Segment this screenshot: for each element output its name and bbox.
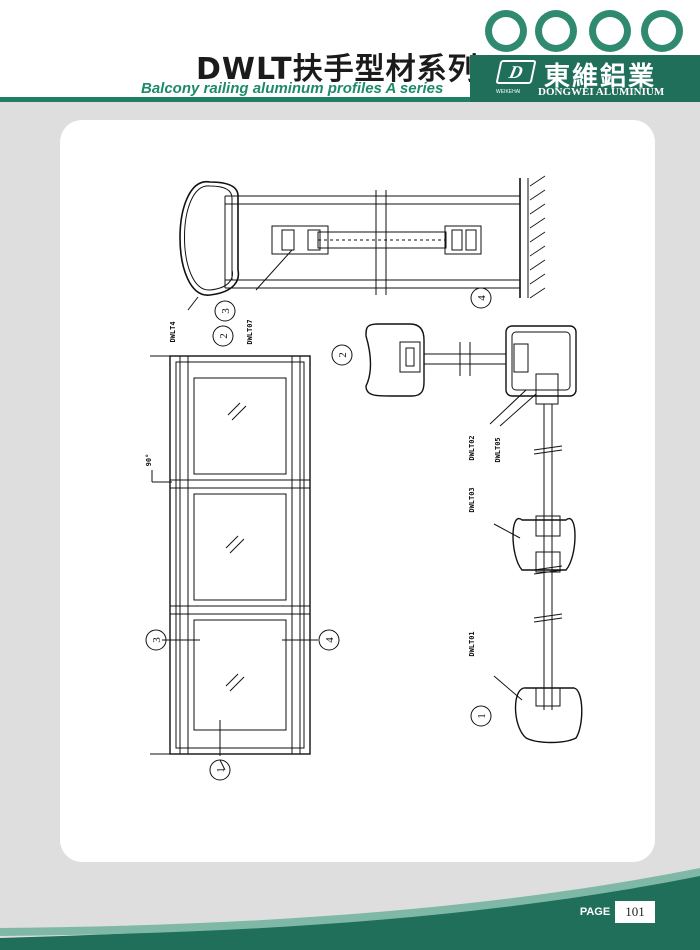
drawing-panel <box>60 120 655 862</box>
profile-2-section <box>365 323 506 397</box>
page-number: 101 <box>615 901 655 923</box>
footer-wave <box>0 868 700 950</box>
railing-elevation <box>150 355 318 771</box>
page-header: DWLT扶手型材系列 Balcony railing aluminum prof… <box>0 0 700 102</box>
label-dwlt02: DWLT02 <box>468 435 476 460</box>
callout-3-top <box>214 300 236 322</box>
callout-4-top-text: 4 <box>476 295 488 301</box>
iso9001-badge-icon <box>589 10 631 52</box>
page-title-en: Balcony railing aluminum profiles A seri… <box>141 80 444 97</box>
callout-4-top <box>470 287 492 309</box>
callout-4-elev <box>318 629 340 651</box>
label-dwlt07: DWLT07 <box>246 319 254 344</box>
page-label: PAGE <box>575 901 615 923</box>
brand-bar <box>470 55 700 102</box>
callout-2-section-text: 2 <box>337 352 349 358</box>
label-dwlt4: DWLT4 <box>169 321 177 342</box>
label-dwlt05: DWLT05 <box>494 437 502 462</box>
technical-drawing: 3 2 2 4 3 4 1 1 DWLT4 DWLT07 90° DWLT02 … <box>145 175 583 781</box>
header-rule <box>0 97 470 102</box>
certification-badge-icon <box>485 10 527 52</box>
callout-2-section <box>331 344 353 366</box>
label-dwlt03: DWLT03 <box>468 487 476 512</box>
label-dwlt01: DWLT01 <box>468 631 476 656</box>
callout-1-elev-text: 1 <box>215 767 227 773</box>
callout-2-left <box>212 325 234 347</box>
brand-name-cn: 東維鋁業 <box>544 62 657 92</box>
label-angle: 90° <box>145 454 153 467</box>
brand-tagline: WEIKEHAI <box>496 89 521 95</box>
brand-name-en: DONGWEI ALUMINIUM <box>538 86 665 98</box>
iso14001-badge-icon <box>641 10 683 52</box>
callout-1-section-text: 1 <box>476 713 488 719</box>
callout-2-left-text: 2 <box>218 333 230 339</box>
top-section-view <box>179 175 546 311</box>
page-number-box: PAGE 101 <box>575 901 655 923</box>
certification-badges <box>485 10 695 56</box>
post-section <box>489 325 583 744</box>
globe-badge-icon <box>535 10 577 52</box>
callout-3-elev <box>145 629 167 651</box>
callout-1-elev <box>209 759 231 781</box>
callout-4-elev-text: 4 <box>324 637 336 643</box>
brand-logo-icon: D <box>495 60 537 84</box>
callout-1-section <box>470 705 492 727</box>
callout-3-top-text: 3 <box>220 308 232 314</box>
callout-3-elev-text: 3 <box>151 637 163 643</box>
page-title-cn: DWLT扶手型材系列 <box>196 52 479 87</box>
